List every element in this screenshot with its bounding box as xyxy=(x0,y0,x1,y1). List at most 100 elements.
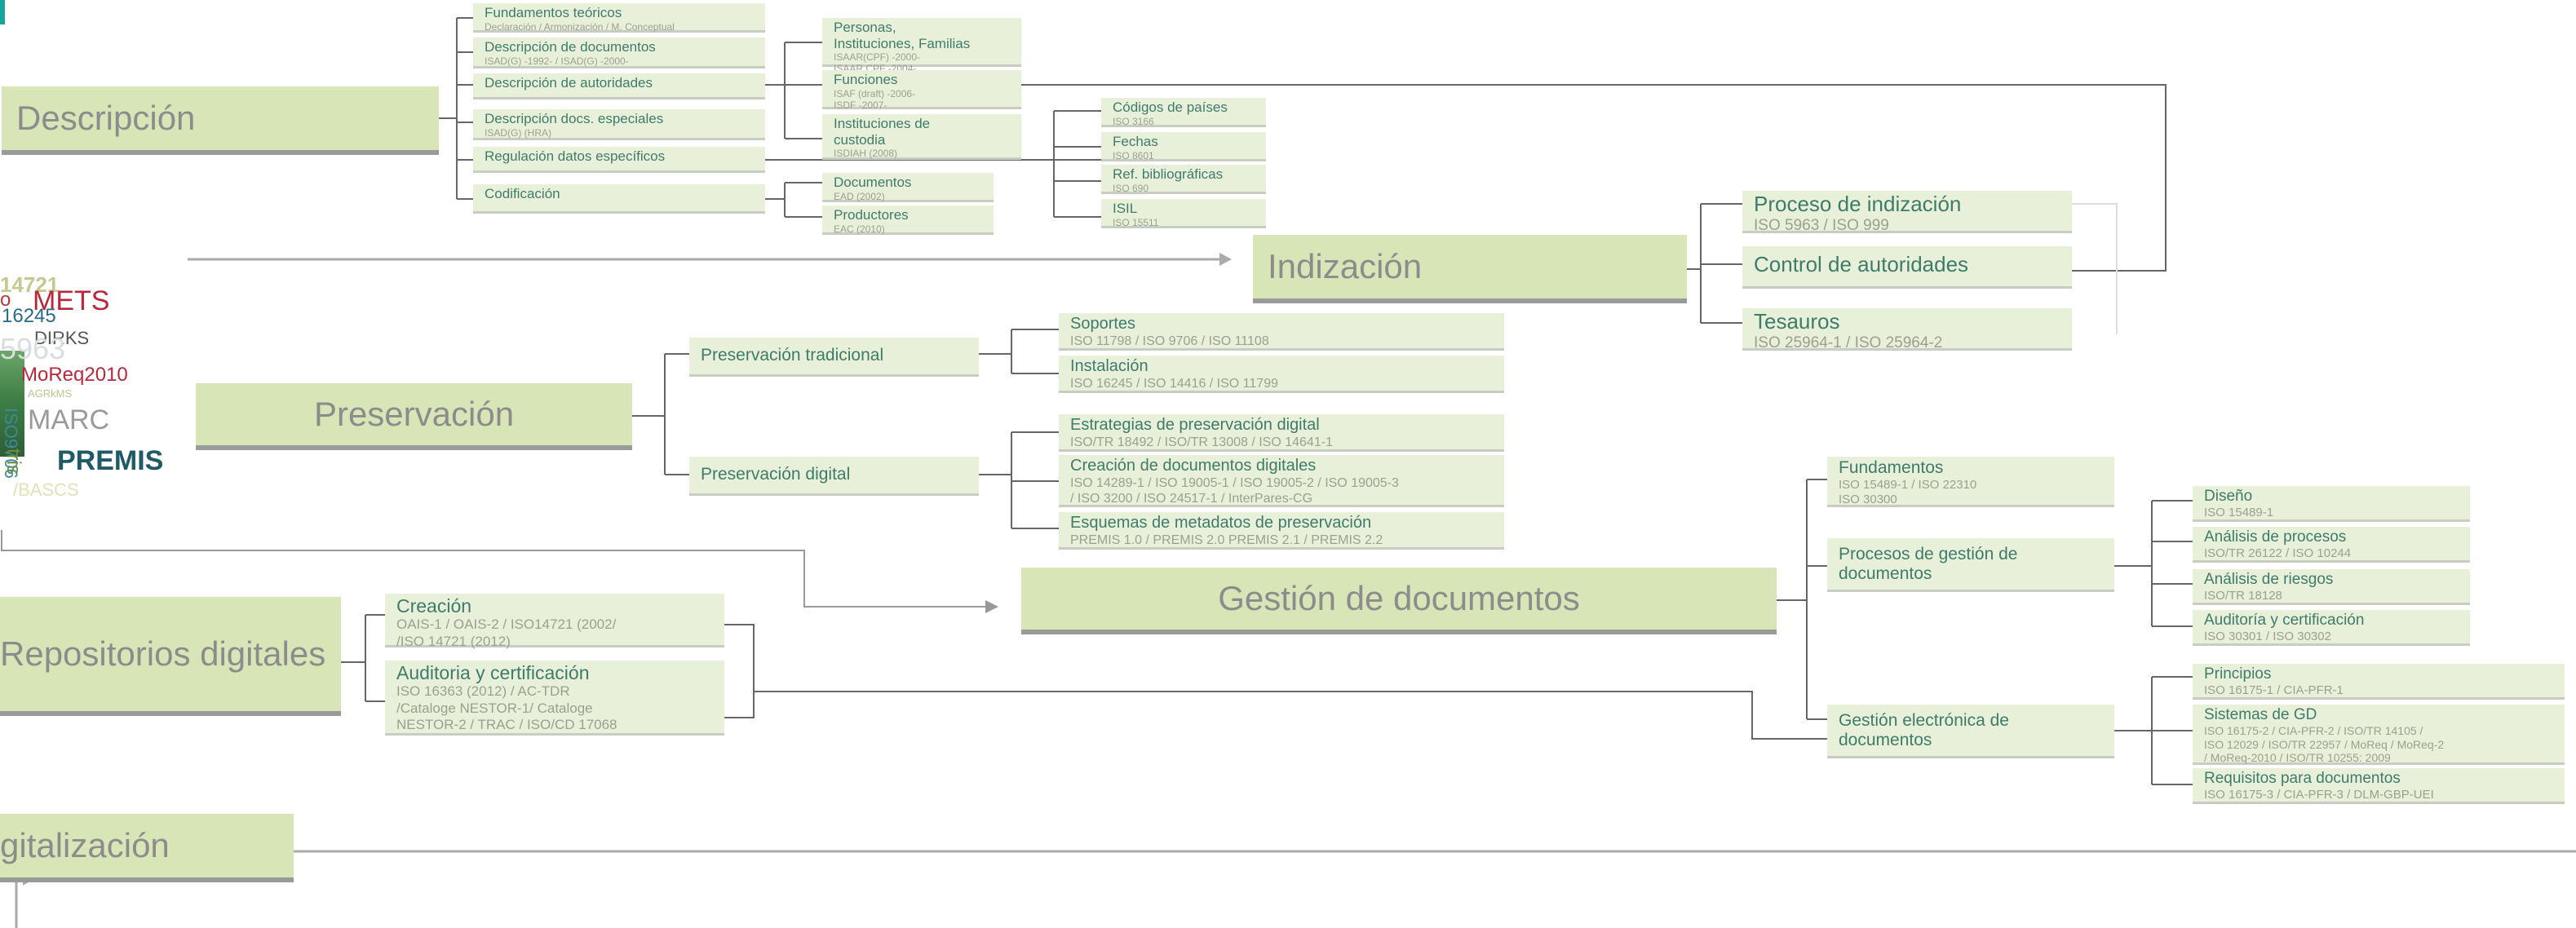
node-title: Descripción de autoridades xyxy=(485,75,653,91)
category-descripcion[interactable]: Descripción xyxy=(2,86,439,155)
node-title: Principios xyxy=(2204,665,2272,683)
category-preservacion[interactable]: Preservación xyxy=(196,383,632,450)
category-gestion[interactable]: Gestión de documentos xyxy=(1021,568,1777,634)
node-standards: ISO 15489-1 / ISO 22310 ISO 30300 xyxy=(1839,478,1977,507)
node-title: Productores xyxy=(834,207,909,223)
node-title: Fundamentos xyxy=(1839,458,1944,477)
node-repositorios-creacion[interactable]: Creación OAIS-1 / OAIS-2 / ISO14721 (200… xyxy=(385,594,724,649)
node-title: Funciones xyxy=(834,72,898,87)
cloud-word: PREMIS xyxy=(57,445,164,476)
node-title: Instituciones de custodia xyxy=(834,116,931,148)
node-soportes[interactable]: Soportes ISO 11798 / ISO 9706 / ISO 1110… xyxy=(1059,313,1504,351)
node-title: Documentos xyxy=(834,175,912,190)
node-fechas[interactable]: Fechas ISO 8601 xyxy=(1101,132,1266,161)
node-gestion-fundamentos[interactable]: Fundamentos ISO 15489-1 / ISO 22310 ISO … xyxy=(1827,457,2114,507)
node-esquemas-metadatos[interactable]: Esquemas de metadatos de preservación PR… xyxy=(1059,512,1504,550)
node-personas[interactable]: Personas, Instituciones, Familias ISAAR(… xyxy=(822,18,1021,74)
node-standards: ISDIAH (2008) xyxy=(834,148,898,160)
node-title: ISIL xyxy=(1113,201,1138,216)
node-title: Preservación digital xyxy=(701,465,851,484)
node-descripcion-documentos[interactable]: Descripción de documentos ISAD(G) -1992-… xyxy=(473,38,765,68)
cloud-word: tris xyxy=(2,449,24,475)
node-standards: ISAF (draft) -2006- ISDF -2007- xyxy=(834,87,916,111)
node-standards: ISO 690 xyxy=(1113,182,1149,194)
node-diseno[interactable]: Diseño ISO 15489-1 xyxy=(2193,486,2470,522)
cloud-word: MARC xyxy=(28,404,110,435)
node-procesos-gestion[interactable]: Procesos de gestión de documentos xyxy=(1827,538,2114,592)
node-descripcion-autoridades[interactable]: Descripción de autoridades xyxy=(473,73,765,99)
node-standards: ISO 15489-1 xyxy=(2204,505,2274,519)
category-digitalizacion[interactable]: gitalización xyxy=(0,814,294,882)
node-title: Procesos de gestión de documentos xyxy=(1839,545,2018,584)
node-title: Tesauros xyxy=(1754,309,1840,334)
node-requisitos-documentos[interactable]: Requisitos para documentos ISO 16175-3 /… xyxy=(2193,768,2565,804)
node-creacion-documentos-digitales[interactable]: Creación de documentos digitales ISO 142… xyxy=(1059,455,1504,507)
node-proceso-indizacion[interactable]: Proceso de indización ISO 5963 / ISO 999 xyxy=(1742,191,2072,234)
node-title: Códigos de países xyxy=(1113,99,1228,115)
node-title: Soportes xyxy=(1070,315,1136,333)
node-title: Descripción docs. especiales xyxy=(485,111,664,126)
node-standards: ISAD(G) (HRA) xyxy=(485,126,551,139)
node-analisis-riesgos[interactable]: Análisis de riesgos ISO/TR 18128 xyxy=(2193,569,2470,605)
node-title: Estrategias de preservación digital xyxy=(1070,416,1320,434)
node-title: Proceso de indización xyxy=(1754,192,1962,216)
cloud-word: 5963 xyxy=(0,332,66,365)
corner-accent xyxy=(0,0,5,24)
node-title: Análisis de procesos xyxy=(2204,528,2347,546)
node-preservacion-digital[interactable]: Preservación digital xyxy=(689,457,979,496)
category-indizacion[interactable]: Indización xyxy=(1253,235,1687,303)
node-standards: ISO 11798 / ISO 9706 / ISO 11108 xyxy=(1070,334,1269,348)
node-ref-bibliograficas[interactable]: Ref. bibliográficas ISO 690 xyxy=(1101,165,1266,194)
node-codigos-paises[interactable]: Códigos de países ISO 3166 xyxy=(1101,98,1266,127)
node-fundamentos-teoricos[interactable]: Fundamentos teóricos Declaración / Armon… xyxy=(473,3,765,33)
node-codificacion[interactable]: Codificación xyxy=(473,184,765,214)
node-title: Fundamentos teóricos xyxy=(485,5,622,20)
node-tesauros[interactable]: Tesauros ISO 25964-1 / ISO 25964-2 xyxy=(1742,308,2072,351)
node-regulacion-datos[interactable]: Regulación datos específicos xyxy=(473,147,765,173)
node-principios[interactable]: Principios ISO 16175-1 / CIA-PFR-1 xyxy=(2193,664,2565,700)
node-title: Codificación xyxy=(485,186,560,201)
node-descripcion-especiales[interactable]: Descripción docs. especiales ISAD(G) (HR… xyxy=(473,109,765,140)
node-isil[interactable]: ISIL ISO 15511 xyxy=(1101,199,1266,228)
node-title: Sistemas de GD xyxy=(2204,706,2317,723)
node-title: Auditoria y certificación xyxy=(396,662,590,683)
node-standards: ISO 25964-1 / ISO 25964-2 xyxy=(1754,334,1943,351)
node-standards: ISO/TR 26122 / ISO 10244 xyxy=(2204,546,2352,560)
node-analisis-procesos[interactable]: Análisis de procesos ISO/TR 26122 / ISO … xyxy=(2193,527,2470,563)
node-standards: ISAD(G) -1992- / ISAD(G) -2000- xyxy=(485,55,629,67)
node-standards: EAC (2010) xyxy=(834,223,885,235)
node-title: Instalación xyxy=(1070,357,1149,375)
node-title: Descripción de documentos xyxy=(485,39,656,55)
node-title: Creación xyxy=(396,595,472,616)
node-title: Regulación datos específicos xyxy=(485,148,666,164)
node-instalacion[interactable]: Instalación ISO 16245 / ISO 14416 / ISO … xyxy=(1059,356,1504,393)
node-standards: ISO/TR 18128 xyxy=(2204,588,2282,603)
node-title: Requisitos para documentos xyxy=(2204,770,2401,787)
node-standards: ISO 16175-3 / CIA-PFR-3 / DLM-GBP-UEI xyxy=(2204,787,2434,802)
cloud-word: AGRkMS xyxy=(28,387,73,400)
node-gestion-electronica[interactable]: Gestión electrónica de documentos xyxy=(1827,705,2114,758)
cloud-photo-strip xyxy=(0,351,24,457)
node-documentos-ead[interactable]: Documentos EAD (2002) xyxy=(822,173,994,202)
cloud-word: MoReq2010 xyxy=(21,364,128,386)
node-standards: Declaración / Armonización / M. Conceptu… xyxy=(485,20,675,33)
node-productores-eac[interactable]: Productores EAC (2010) xyxy=(822,205,994,235)
cloud-word: 14721 xyxy=(0,272,60,297)
node-title: Esquemas de metadatos de preservación xyxy=(1070,514,1372,532)
node-standards: ISO/TR 18492 / ISO/TR 13008 / ISO 14641-… xyxy=(1070,435,1333,449)
cloud-word: METS xyxy=(33,285,110,316)
node-control-autoridades[interactable]: Control de autoridades xyxy=(1742,246,2072,289)
node-preservacion-tradicional[interactable]: Preservación tradicional xyxy=(689,338,979,377)
node-instituciones-custodia[interactable]: Instituciones de custodia ISDIAH (2008) xyxy=(822,114,1021,160)
node-repositorios-auditoria[interactable]: Auditoria y certificación ISO 16363 (201… xyxy=(385,661,724,736)
node-standards: OAIS-1 / OAIS-2 / ISO14721 (2002/ /ISO 1… xyxy=(396,616,617,649)
node-sistemas-gd[interactable]: Sistemas de GD ISO 16175-2 / CIA-PFR-2 /… xyxy=(2193,705,2565,765)
node-auditoria-certificacion[interactable]: Auditoría y certificación ISO 30301 / IS… xyxy=(2193,610,2470,646)
node-estrategias-preservacion[interactable]: Estrategias de preservación digital ISO/… xyxy=(1059,414,1504,452)
cloud-word: o xyxy=(0,289,11,311)
node-title: Ref. bibliográficas xyxy=(1113,166,1224,182)
category-repositorios[interactable]: Repositorios digitales xyxy=(0,597,341,716)
node-funciones[interactable]: Funciones ISAF (draft) -2006- ISDF -2007… xyxy=(822,70,1021,111)
node-standards: ISO 5963 / ISO 999 xyxy=(1754,216,1889,234)
